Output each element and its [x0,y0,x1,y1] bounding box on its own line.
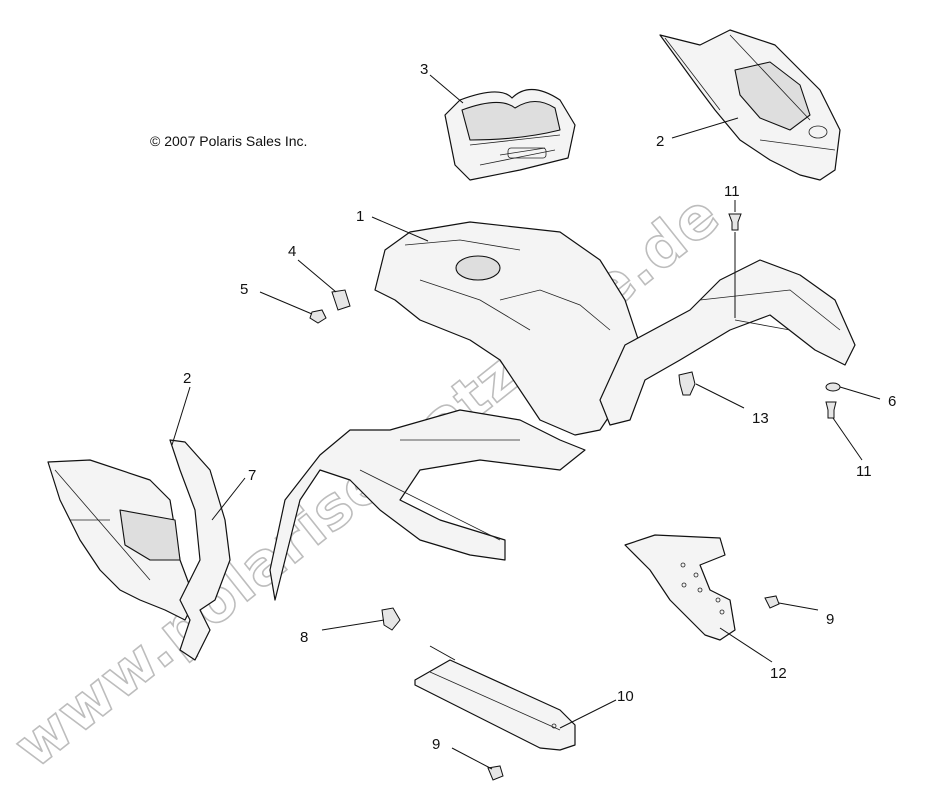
part-2-side-panel-left [47,459,196,621]
copyright-text: © 2007 Polaris Sales Inc. [150,133,307,149]
callout-5: 5 [240,281,248,298]
part-6-washer [825,382,841,392]
part-11-screw-right [825,401,837,419]
callout-7: 7 [248,467,256,484]
callout-4: 4 [288,243,296,260]
part-9-screw-right [764,595,780,609]
callout-13: 13 [752,410,769,427]
callout-2-left: 2 [183,370,191,387]
part-7-seal [169,439,231,661]
part-12-heat-shield [624,534,736,641]
part-8-clip [381,607,401,631]
part-9-screw-bottom [487,765,504,781]
callout-3: 3 [420,61,428,78]
callout-8: 8 [300,629,308,646]
leader-lines [171,74,881,770]
callout-9-right: 9 [826,611,834,628]
callout-12: 12 [770,665,787,682]
callout-6: 6 [888,393,896,410]
part-1-main-body [269,221,856,601]
callout-9-bottom: 9 [432,736,440,753]
callout-11-top: 11 [724,183,740,200]
part-11-screw-top [728,213,742,231]
callout-11-right: 11 [856,463,872,480]
callout-2-top: 2 [656,133,664,150]
callout-1: 1 [356,208,364,225]
part-2-side-panel-top [659,29,841,181]
part-10-plate [414,659,576,751]
part-3-pod [444,88,576,181]
part-5-screw [309,309,327,324]
part-13-rivet [678,371,696,396]
callout-10: 10 [617,688,634,705]
part-4-clip [331,289,351,311]
